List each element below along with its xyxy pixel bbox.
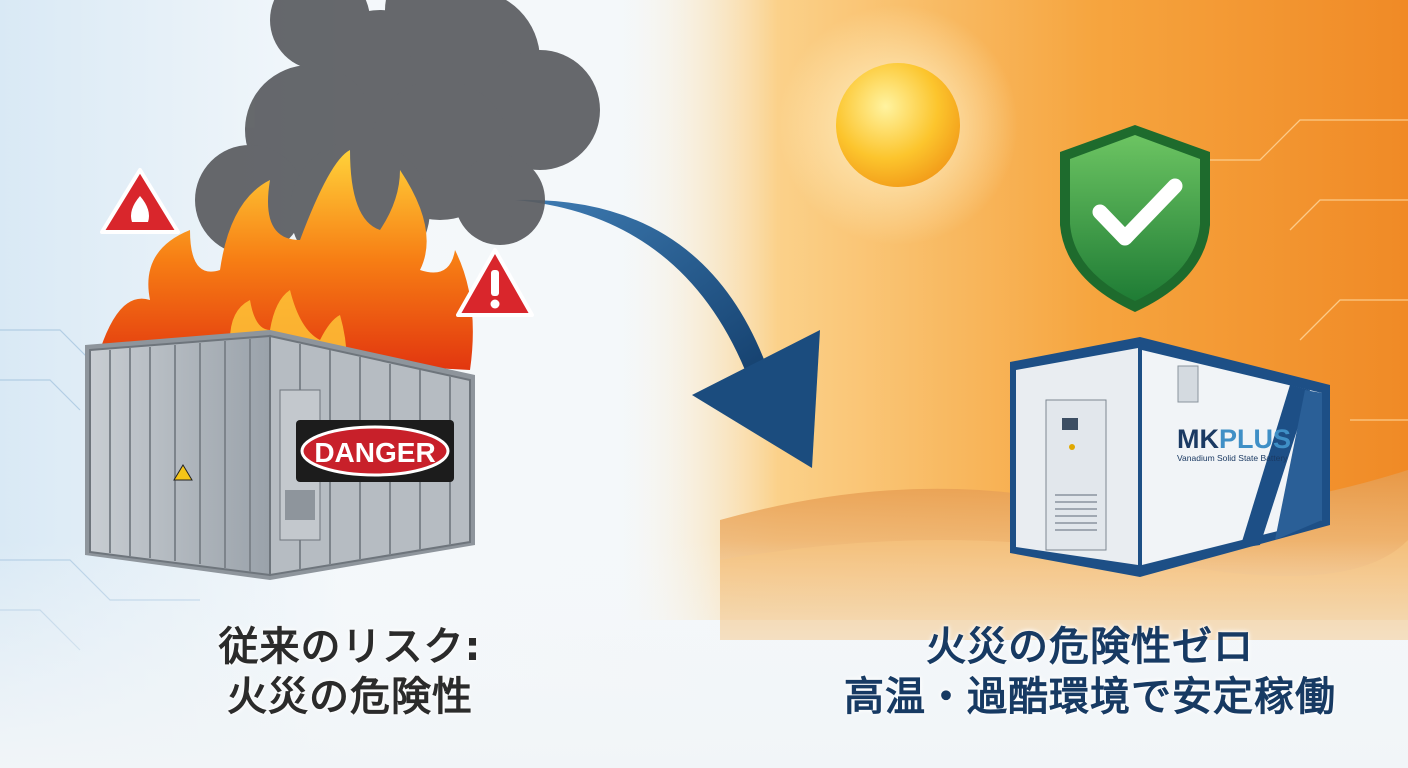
brand-plus: PLUS <box>1219 424 1291 454</box>
exclamation-warning-icon <box>456 248 534 317</box>
brand-logo: MKPLUS <box>1177 424 1291 454</box>
right-caption-line1: 火災の危険性ゼロ <box>926 624 1254 670</box>
danger-label: DANGER <box>314 437 435 468</box>
transition-arrow-icon <box>515 199 820 468</box>
brand-mk: MK <box>1177 424 1219 454</box>
burning-container: DANGER <box>85 330 475 580</box>
right-caption-line2: 高温・過酷環境で安定稼働 <box>844 674 1336 720</box>
fire-warning-icon <box>100 168 180 234</box>
sun-icon <box>778 5 1018 245</box>
right-caption: 火災の危険性ゼロ 高温・過酷環境で安定稼働 <box>820 622 1360 722</box>
left-caption-line2: 火災の危険性 <box>227 674 473 720</box>
shield-check-icon <box>1060 125 1210 312</box>
danger-sign: DANGER <box>296 420 454 482</box>
left-caption: 従来のリスク: 火災の危険性 <box>190 622 510 722</box>
mkplus-battery-container: MKPLUS Vanadium Solid State Battery <box>1010 337 1330 577</box>
left-caption-line1: 従来のリスク: <box>218 624 482 670</box>
brand-subtitle: Vanadium Solid State Battery <box>1177 453 1288 463</box>
